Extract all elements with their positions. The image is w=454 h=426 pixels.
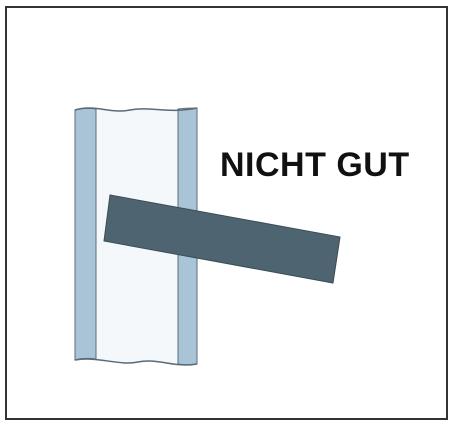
tube-top-edge: [74, 107, 198, 112]
tube-bottom-edge: [74, 358, 198, 366]
tube-left-wall: [74, 107, 97, 361]
warning-label: NICHT GUT: [220, 146, 410, 184]
bar-icon: [103, 194, 341, 284]
